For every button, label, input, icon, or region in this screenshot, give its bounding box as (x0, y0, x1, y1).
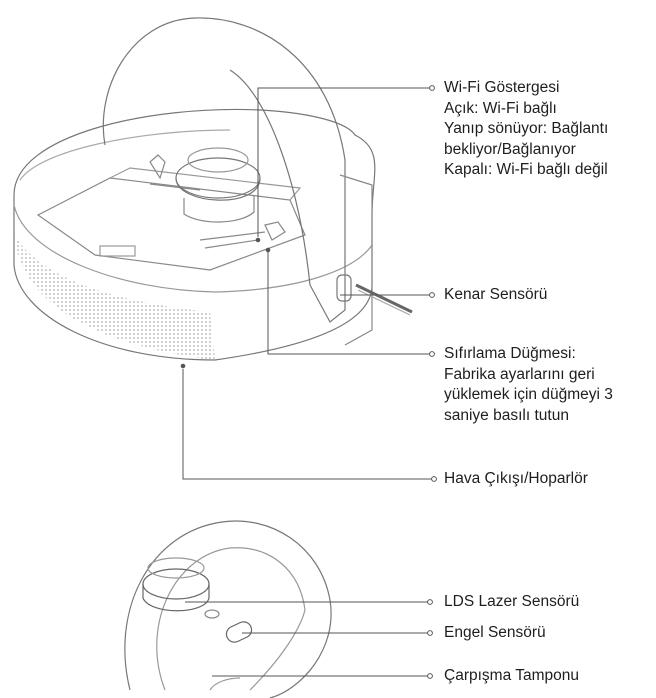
reset-line-3: saniye basılı tutun (444, 406, 569, 424)
closeup-body (124, 520, 332, 698)
air-outlet-text: Hava Çıkışı/Hoparlör (444, 470, 588, 487)
speaker-grille (14, 235, 215, 360)
leader-air (182, 369, 432, 480)
obstacle-window (225, 621, 253, 643)
edge-sensor-label: Kenar Sensörü (444, 285, 547, 306)
wifi-off: Kapalı: Wi-Fi bağlı değil (444, 161, 608, 178)
bumper-label: Çarpışma Tamponu (444, 666, 579, 687)
lds-sensor-label: LDS Lazer Sensörü (444, 592, 579, 613)
leader-wifi (257, 87, 430, 237)
edge-sensor-window (336, 274, 352, 302)
reset-line-2: yüklemek için düğmeyi 3 (444, 386, 613, 403)
robot-closeup (124, 520, 332, 698)
wifi-title: Wi-Fi Göstergesi (444, 79, 560, 96)
wifi-blinking: Yanıp sönüyor: Bağlantı (444, 120, 609, 137)
reset-line-1: Fabrika ayarlarını geri (444, 365, 595, 383)
leader-lines (180, 85, 437, 679)
top-panel (36, 177, 306, 271)
leader-reset (267, 250, 430, 355)
wifi-on: Açık: Wi-Fi bağlı (444, 99, 557, 117)
reset-button-label: Sıfırlama Düğmesi: Fabrika ayarlarını ge… (444, 344, 613, 426)
air-outlet-label: Hava Çıkışı/Hoparlör (444, 469, 588, 490)
robot-body-outline (13, 108, 376, 361)
wifi-indicator-label: Wi-Fi Göstergesi Açık: Wi-Fi bağlı Yanıp… (444, 78, 608, 181)
reset-title: Sıfırlama Düğmesi: (444, 345, 576, 362)
lid (102, 17, 346, 323)
obstacle-sensor-label: Engel Sensörü (444, 623, 546, 644)
lds-sensor-text: LDS Lazer Sensörü (444, 593, 580, 610)
bumper-text: Çarpışma Tamponu (444, 667, 579, 684)
wifi-blinking-cont: bekliyor/Bağlanıyor (444, 140, 576, 158)
robot-top-view (13, 17, 413, 361)
side-brush (355, 283, 413, 314)
edge-sensor-text: Kenar Sensörü (444, 286, 548, 303)
obstacle-sensor-text: Engel Sensörü (444, 624, 546, 641)
